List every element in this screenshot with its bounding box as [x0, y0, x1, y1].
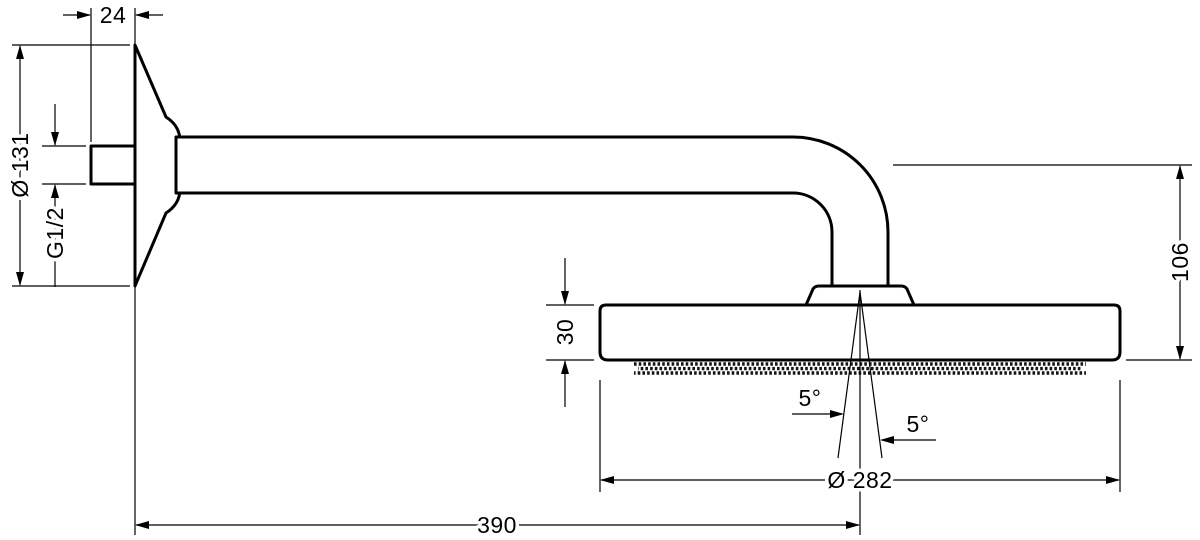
- dim-stub-length-label: 24: [100, 2, 127, 28]
- shower-arm: [174, 135, 890, 289]
- dim-head-thickness-label: 30: [552, 319, 578, 346]
- dim-head-diameter-label: Ø 282: [827, 467, 892, 493]
- dimension-drop-height: 106: [1164, 165, 1197, 360]
- spray-geometry: [837, 290, 883, 535]
- arrowhead: [1176, 346, 1184, 360]
- dimension-spray-angles: 5° 5°: [792, 382, 936, 444]
- spray-angle-line-right: [859, 291, 883, 459]
- spray-angle-line-left: [837, 291, 861, 459]
- arrowhead: [1176, 165, 1184, 179]
- dimension-flange-diameter: Ø 131: [4, 45, 37, 286]
- arrowhead: [51, 184, 59, 198]
- arrowhead: [846, 521, 860, 529]
- dim-drop-height-label: 106: [1167, 242, 1193, 282]
- product-outline: [89, 43, 1122, 375]
- dim-spray-angle-right-label: 5°: [907, 411, 930, 437]
- dim-flange-diameter-label: Ø 131: [7, 132, 33, 197]
- wall-escutcheon-cone: [133, 43, 182, 288]
- arrowhead: [51, 132, 59, 146]
- arrowhead: [77, 11, 91, 19]
- arrowhead: [830, 410, 844, 418]
- arrowhead: [1106, 476, 1120, 484]
- arrowhead: [561, 291, 569, 305]
- dim-spray-angle-left-label: 5°: [799, 385, 822, 411]
- arrowhead: [600, 476, 614, 484]
- arrowhead: [135, 521, 149, 529]
- extension-lines: [12, 8, 1192, 535]
- arrowhead: [16, 272, 24, 286]
- arrowhead: [135, 11, 149, 19]
- arrowhead: [880, 436, 894, 444]
- dimension-thread-size: G1/2: [39, 104, 72, 287]
- arrowhead: [561, 360, 569, 374]
- dimension-head-thickness: 30: [549, 258, 582, 407]
- dim-thread-size-label: G1/2: [42, 207, 68, 259]
- dimension-stub-length: 24: [63, 0, 163, 32]
- arrowhead: [16, 45, 24, 59]
- dim-arm-length-label: 390: [477, 512, 517, 538]
- dimension-head-diameter: Ø 282: [600, 464, 1120, 497]
- dimension-arm-length: 390: [135, 509, 860, 540]
- wall-connection-stub: [89, 144, 137, 186]
